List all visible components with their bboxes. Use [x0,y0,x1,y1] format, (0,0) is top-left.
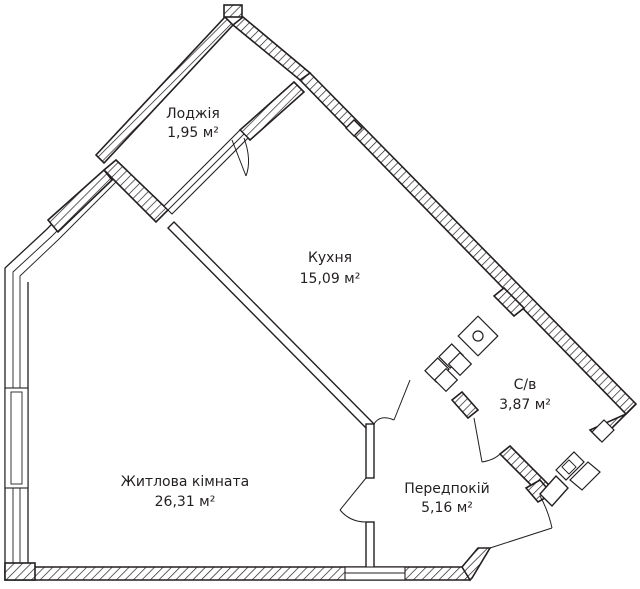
bathroom-door-swing [481,453,501,463]
room-hallway-area: 5,16 м² [421,500,473,516]
left-glazing [4,167,119,581]
bathroom-left-wall [450,390,480,420]
bathroom-fixtures [555,419,615,491]
counter-4 [433,367,459,393]
exterior-walls [4,4,638,582]
vent-box [591,419,615,443]
room-living-area: 26,31 м² [155,494,216,510]
loggia-left-column [102,158,170,224]
bathroom-top-wall [492,286,526,318]
kitchen-fixtures [424,315,499,393]
kitchen-door-leaf [393,379,411,421]
corridor-lower-wall [365,521,375,569]
loggia-door-leaf [231,139,247,177]
loggia-bottom-right-wall [238,80,306,142]
bottom-right-notch [461,547,492,582]
room-loggia-area: 1,95 м² [167,125,219,141]
top-pillar [223,4,243,18]
room-kitchen-name: Кухня [308,250,352,266]
room-bathroom-name: С/в [514,377,537,393]
kitchen-right-niche [345,119,363,137]
room-living-name: Житлова кімната [121,474,250,490]
interior-walls [102,80,569,569]
room-loggia-name: Лоджія [166,106,220,122]
loggia-right-wall [231,15,312,82]
room-hallway-name: Передпокій [404,481,489,497]
entrance-door-swing [539,495,553,529]
room-kitchen-area: 15,09 м² [300,271,361,287]
loggia-door-swing [243,137,250,177]
living-door-swing [339,509,367,523]
entrance-door-leaf [489,527,553,549]
living-door-leaf [339,477,367,511]
bottom-left-column [4,562,36,581]
bath-fixture-1 [555,451,585,481]
bathroom-door-leaf [473,417,483,463]
bath-fixture-2 [569,461,601,491]
room-labels: Лоджія 1,95 м² Кухня 15,09 м² С/в 3,87 м… [121,106,551,516]
counter-3 [447,351,473,377]
top-left-column [46,168,114,234]
doors [231,137,553,549]
loggia-top-wall [94,15,235,165]
corridor-upper-wall [365,423,375,479]
bottom-window [344,566,406,581]
kitchen-door-swing [373,417,395,425]
left-window-frame [4,387,29,489]
hallway-right-wall [539,474,569,508]
room-bathroom-area: 3,87 м² [499,397,551,413]
